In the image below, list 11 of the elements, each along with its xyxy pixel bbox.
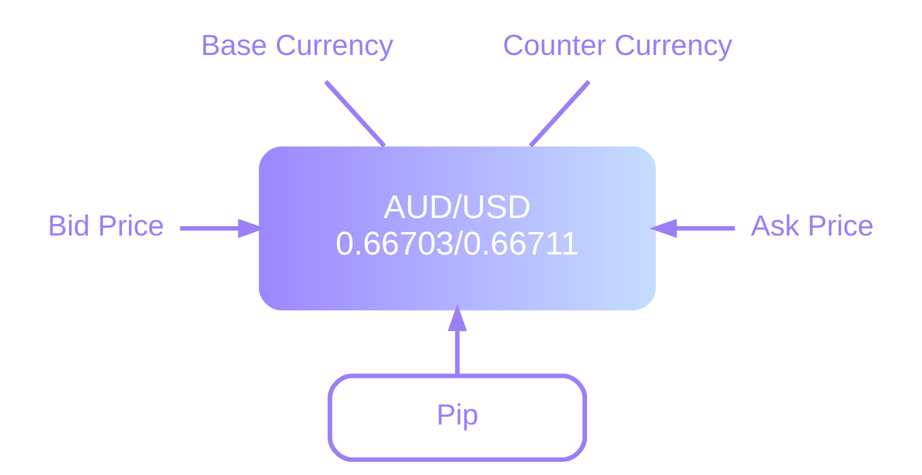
node-box: Pip: [328, 374, 588, 462]
arrow: [649, 218, 735, 238]
arrow: [448, 304, 467, 376]
connector: [528, 80, 591, 148]
node-text: Base Currency: [200, 30, 394, 62]
node-text: Bid Price: [48, 210, 164, 242]
node-text: Counter Currency: [502, 30, 732, 62]
node-text: Ask Price: [750, 210, 874, 242]
node-box: AUD/USD 0.66703/0.66711: [258, 146, 656, 310]
arrow: [180, 218, 266, 238]
connector: [324, 80, 386, 148]
